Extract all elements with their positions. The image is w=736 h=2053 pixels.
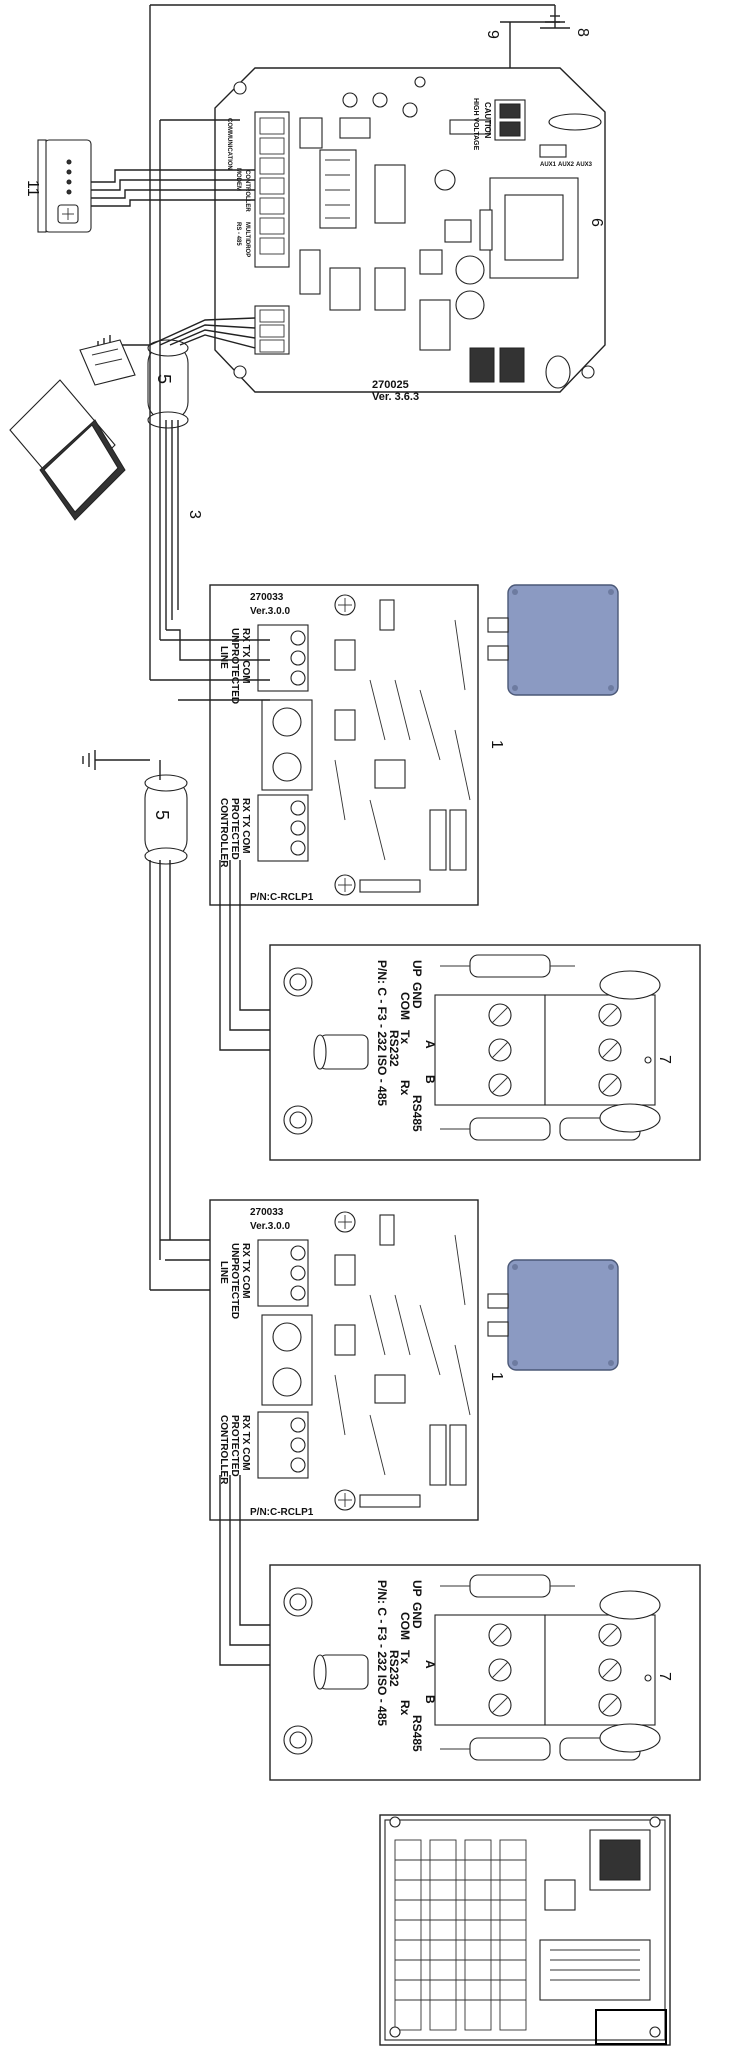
mid-cable: [149, 699, 270, 1291]
protector2-unprotected: UNPROTECTED: [229, 1243, 240, 1319]
callout-5-mid: 5: [152, 810, 172, 820]
protector1-controller: CONTROLLER: [218, 798, 229, 868]
aux3-label: AUX3: [576, 162, 593, 168]
callout-9: 9: [484, 30, 501, 39]
adapter2-b: B: [423, 1695, 437, 1704]
adapter2-tx: Tx: [398, 1650, 412, 1664]
adapter2-rx: Rx: [398, 1700, 412, 1716]
callout-7-top: 7: [656, 1055, 673, 1064]
protector1-protected: PROTECTED: [229, 798, 240, 860]
adapter1-rs485: RS485: [410, 1095, 424, 1132]
adapter2-rs485: RS485: [410, 1715, 424, 1752]
side-label-multidrop: MULTIDROP: [244, 222, 250, 257]
callout-11: 11: [24, 180, 41, 197]
fan-wires-main: [149, 317, 256, 349]
callout-1-top: 1: [488, 740, 505, 749]
laptop-icon: [9, 379, 126, 521]
adapter2-rs232: RS232: [387, 1650, 401, 1687]
adapter1-b: B: [423, 1075, 437, 1084]
line-protector-board-2: [209, 1199, 479, 1521]
adapter2-com: COM: [398, 1612, 412, 1640]
main-board-part: 270025: [372, 379, 409, 391]
adapter1-up: UP: [410, 960, 424, 977]
side-label-controller: CONTROLLER: [244, 170, 250, 212]
protector1-line: LINE: [218, 646, 229, 669]
adapter2-up: UP: [410, 1580, 424, 1597]
protector1-version: Ver.3.0.0: [250, 606, 290, 617]
callout-6: 6: [588, 218, 605, 227]
door-controller-board: [379, 1814, 671, 2046]
adapter2-a: A: [423, 1660, 437, 1669]
protector2-controller: CONTROLLER: [218, 1415, 229, 1485]
trunk-cable-3: [149, 5, 240, 680]
ground-symbol-mid: [82, 750, 150, 770]
callout-1-bottom: 1: [488, 1372, 505, 1381]
protector1-wires: [150, 629, 270, 681]
callout-5-top: 5: [154, 374, 174, 384]
protector2-line: LINE: [218, 1261, 229, 1284]
high-voltage-label: HIGH VOLTAGE: [472, 98, 479, 151]
protector1-unprotected: UNPROTECTED: [229, 628, 240, 704]
callout-3: 3: [186, 510, 203, 519]
adapter1-a: A: [423, 1040, 437, 1049]
callout-7-bottom: 7: [656, 1672, 673, 1681]
rs232-rs485-adapter-2: [269, 1564, 701, 1781]
rs232-rs485-adapter-1: [269, 944, 701, 1161]
adapter1-rx: Rx: [398, 1080, 412, 1096]
enclosure-box-2: [487, 1259, 619, 1371]
adapter1-rs232: RS232: [387, 1030, 401, 1067]
earth-ground-8: [150, 4, 570, 29]
side-label-communication: COMMUNICATION: [226, 118, 232, 170]
protector2-pn: P/N:C-RCLP1: [250, 1507, 314, 1518]
adapter2-pn: P/N: C - F3 - 232 ISO - 485: [375, 1580, 389, 1726]
protector2-protected: PROTECTED: [229, 1415, 240, 1477]
main-board-version: Ver. 3.6.3: [372, 391, 419, 403]
aux1-label: AUX1: [540, 162, 557, 168]
protector2-ctrl-terms: RX TX COM: [240, 1415, 251, 1471]
modem-wires: [91, 169, 255, 207]
adapter1-gnd: GND: [410, 982, 424, 1009]
callout-8: 8: [574, 28, 591, 37]
side-label-rs485: RS - 485: [235, 222, 241, 246]
protector1-pn: P/N:C-RCLP1: [250, 892, 314, 903]
adapter1-tx: Tx: [398, 1030, 412, 1044]
db9-connector-icon: [79, 339, 136, 386]
adapter1-pn: P/N: C - F3 - 232 ISO - 485: [375, 960, 389, 1106]
adapter1-com: COM: [398, 992, 412, 1020]
protector1-ctrl-terms: RX TX COM: [240, 798, 251, 854]
main-controller-board: [214, 67, 606, 393]
protector2-version: Ver.3.0.0: [250, 1221, 290, 1232]
protector2-part: 270033: [250, 1207, 284, 1218]
aux2-label: AUX2: [558, 162, 575, 168]
protector2-line-terms: RX TX COM: [240, 1243, 251, 1299]
modem-device: [37, 139, 92, 233]
caution-label: CAUTION: [483, 102, 492, 139]
enclosure-box-1: [487, 584, 619, 696]
surge-suppressor-5-mid: [144, 774, 188, 865]
protector1-line-terms: RX TX COM: [240, 628, 251, 684]
line-protector-board-1: [209, 584, 479, 906]
adapter2-gnd: GND: [410, 1602, 424, 1629]
protector1-part: 270033: [250, 592, 284, 603]
